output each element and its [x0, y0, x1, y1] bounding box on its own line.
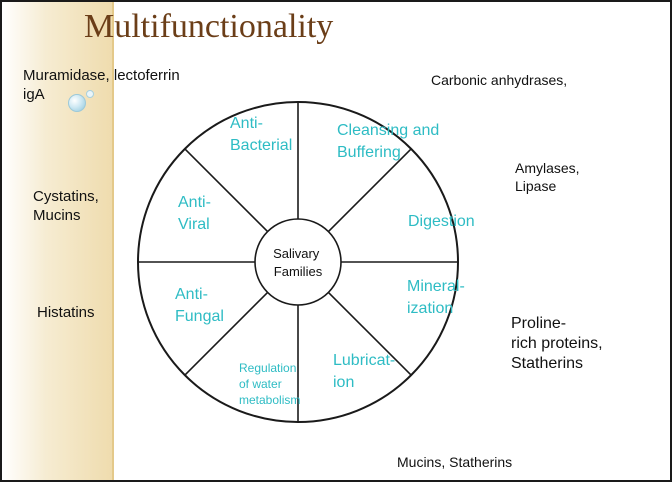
segment-water-line-2: of water	[239, 377, 282, 391]
small-bubble-decoration-icon	[86, 90, 94, 98]
segment-antifungal: Anti- Fungal	[175, 286, 224, 325]
inner-hub-circle	[254, 218, 342, 306]
hub-line-2: Families	[274, 264, 323, 279]
segment-mineralization: Mineral- ization	[407, 278, 469, 317]
annotation-mucins-statherins: Mucins, Statherins	[397, 454, 513, 470]
hub-label: Salivary Families	[273, 246, 323, 279]
side-decoration-band	[2, 2, 112, 480]
segment-antibacterial-line-1: Anti-	[230, 115, 263, 132]
slide-title: Multifunctionality	[84, 8, 334, 45]
segment-water-regulation: Regulation of water metabolism	[239, 361, 300, 407]
segment-lubrication-line-2: ion	[333, 374, 354, 391]
spokes	[138, 102, 458, 422]
segment-antiviral: Anti- Viral	[178, 194, 215, 233]
segment-lubrication: Lubricat- ion	[333, 352, 400, 391]
annotation-amylases: Amylases, Lipase	[515, 160, 580, 194]
segment-water-line-3: metabolism	[239, 393, 300, 407]
annotation-muramidase: Muramidase, lectoferrin igA	[23, 67, 180, 103]
segment-antiviral-line-1: Anti-	[178, 194, 211, 211]
spoke-upper-right	[327, 148, 412, 233]
bubble-decoration-icon	[68, 94, 86, 112]
segment-cleansing-buffering: Cleansing and Buffering	[337, 122, 444, 161]
segment-antibacterial: Anti- Bacterial	[230, 115, 292, 154]
segment-lubrication-line-1: Lubricat-	[333, 352, 395, 369]
segment-antibacterial-line-2: Bacterial	[230, 137, 292, 154]
segment-antifungal-line-1: Anti-	[175, 286, 208, 303]
segment-digestion-line-1: Digestion	[408, 213, 475, 230]
spoke-upper-left	[184, 148, 269, 233]
annotation-carbonic-anhydrases: Carbonic anhydrases,	[431, 72, 568, 88]
segment-cleansing-line-1: Cleansing and	[337, 122, 439, 139]
annotation-histatins: Histatins	[37, 304, 95, 321]
segment-cleansing-line-2: Buffering	[337, 144, 401, 161]
hub-line-1: Salivary	[273, 246, 320, 261]
segment-antifungal-line-2: Fungal	[175, 308, 224, 325]
spoke-lower-left	[184, 291, 269, 376]
segment-mineralization-line-1: Mineral-	[407, 278, 465, 295]
annotation-cystatins: Cystatins, Mucins	[33, 188, 99, 224]
side-decoration-line	[112, 2, 114, 480]
segment-mineralization-line-2: ization	[407, 300, 453, 317]
segment-water-line-1: Regulation	[239, 361, 296, 375]
spoke-lower-right	[327, 291, 412, 376]
annotation-proline-rich-proteins: Proline- rich proteins, Statherins	[511, 315, 603, 372]
segment-antiviral-line-2: Viral	[178, 216, 210, 233]
segment-digestion: Digestion	[408, 213, 475, 230]
